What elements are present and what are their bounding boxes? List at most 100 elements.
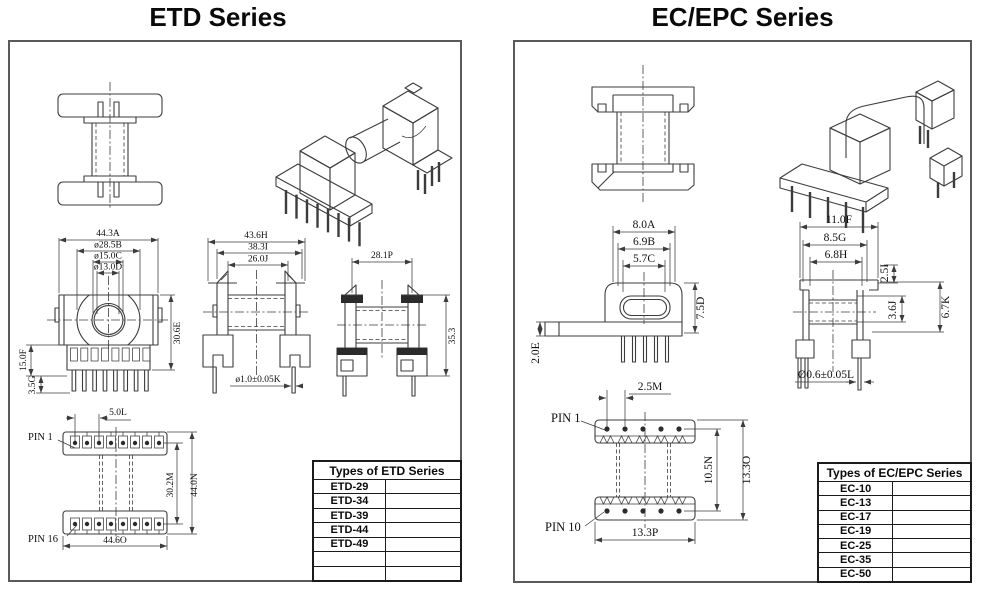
ec-type-cell: EC-13	[819, 496, 894, 510]
ec-dim-a: 8.0A	[633, 219, 656, 231]
ec-dim-e: 2.0E	[530, 342, 542, 363]
ec-type-cell: EC-17	[819, 510, 894, 524]
etd-bottom-view-shapes	[57, 414, 197, 550]
etd-dim-f: 15.0F	[19, 349, 29, 371]
empty-cell	[386, 509, 460, 522]
ec-epc-series-title: EC/EPC Series	[651, 2, 834, 32]
table-row	[314, 552, 460, 567]
empty-cell	[893, 539, 970, 552]
etd-side-view2-shapes	[336, 258, 450, 397]
etd-dim-k: ø1.0±0.05K	[235, 375, 280, 385]
etd-isometric-view-drawing	[275, 82, 453, 247]
etd-type-cell: ETD-29	[314, 480, 386, 494]
table-row: ETD-49	[314, 537, 460, 553]
ec-type-cell: EC-19	[819, 524, 894, 539]
empty-cell	[386, 494, 460, 507]
etd-dim-m: 30.2M	[166, 472, 176, 498]
ec-side-view-shapes	[793, 222, 944, 391]
etd-type-cell	[314, 566, 386, 580]
etd-dim-j: 26.0J	[248, 255, 269, 265]
etd-front-view-drawing: 44.3A ø28.5B ø15.0C ø13.0D 30.6E 15.0F 3…	[19, 229, 183, 394]
ec-type-cell: EC-10	[819, 482, 894, 496]
etd-dim-p: 28.1P	[371, 251, 393, 261]
table-row: EC-50	[819, 567, 970, 581]
etd-top-view-shapes	[57, 82, 163, 208]
table-row: ETD-44	[314, 523, 460, 538]
table-row: EC-35	[819, 553, 970, 568]
etd-dim-c: ø15.0C	[94, 252, 122, 262]
ec-dim-k: 6.7K	[940, 295, 952, 318]
ec-dim-f: 11.0F	[826, 214, 852, 226]
ec-type-cell: EC-35	[819, 553, 894, 567]
ec-pin1-label: PIN 1	[551, 411, 581, 425]
etd-side-view-shapes	[202, 238, 311, 394]
ec-front-view-drawing: 8.0A 6.9B 5.7C 7.5D 2.0E	[530, 219, 707, 364]
ec-type-cell: EC-25	[819, 539, 894, 553]
etd-dim-a: 44.3A	[96, 229, 120, 239]
ec-front-view-shapes	[536, 226, 699, 363]
etd-isometric-shapes	[275, 82, 453, 247]
etd-bottom-view-drawing: 5.0L PIN 1 PIN 16 30.2M 44.0N 44.6O	[28, 408, 200, 550]
etd-dim-b: ø28.5B	[94, 241, 122, 251]
ec-bottom-view-drawing: 2.5M PIN 1 PIN 10 10.5N 13.3O 13.3P	[545, 381, 753, 544]
table-row: ETD-34	[314, 494, 460, 509]
etd-type-cell: ETD-49	[314, 537, 386, 552]
table-row: ETD-39	[314, 508, 460, 524]
empty-cell	[893, 511, 970, 524]
ec-dim-c: 5.7C	[633, 253, 655, 265]
empty-cell	[386, 567, 460, 580]
etd-type-cell: ETD-34	[314, 494, 386, 508]
ec-bottom-view-shapes	[580, 390, 748, 544]
etd-dim-35-3: 35.3	[448, 327, 458, 344]
etd-types-table: Types of ETD Series ETD-29 ETD-34 ETD-39…	[312, 460, 462, 582]
etd-table-header: Types of ETD Series	[314, 462, 460, 480]
etd-series-title: ETD Series	[149, 2, 287, 32]
table-row: EC-17	[819, 510, 970, 525]
ec-top-view-shapes	[591, 65, 695, 203]
empty-cell	[386, 552, 460, 565]
ec-table-header: Types of EC/EPC Series	[819, 464, 970, 482]
ec-dim-n: 10.5N	[703, 455, 715, 484]
ec-dim-b: 6.9B	[633, 236, 655, 248]
empty-cell	[893, 496, 970, 509]
ec-dim-i: 2.5I	[879, 264, 891, 282]
empty-cell	[386, 538, 460, 551]
ec-types-table: Types of EC/EPC Series EC-10 EC-13 EC-17…	[817, 462, 972, 583]
table-row: ETD-29	[314, 480, 460, 495]
empty-cell	[893, 525, 970, 538]
table-row: EC-19	[819, 524, 970, 540]
etd-dim-e: 30.6E	[173, 322, 183, 345]
empty-cell	[893, 553, 970, 566]
etd-dim-l: 5.0L	[109, 408, 127, 418]
etd-type-cell: ETD-44	[314, 523, 386, 537]
ec-dim-d: 7.5D	[695, 297, 707, 320]
etd-top-view-drawing	[57, 82, 163, 208]
ec-pin10-label: PIN 10	[545, 520, 581, 534]
ec-dim-m: 2.5M	[638, 381, 663, 393]
etd-dim-o: 44.6O	[103, 536, 127, 546]
empty-cell	[386, 523, 460, 536]
etd-type-cell: ETD-39	[314, 508, 386, 523]
ec-top-view-drawing	[591, 65, 695, 203]
empty-cell	[893, 568, 970, 581]
ec-isometric-shapes	[779, 80, 963, 233]
etd-pin1-label: PIN 1	[28, 432, 53, 443]
ec-dim-j: 3.6J	[887, 300, 899, 319]
etd-pin16-label: PIN 16	[28, 534, 58, 545]
table-row: EC-13	[819, 496, 970, 511]
ec-side-view-drawing: 11.0F 8.5G 6.8H 2.5I 3.6J 6.7K Ø0.6±0.05…	[793, 214, 952, 391]
etd-front-view-shapes	[26, 237, 175, 394]
ec-dim-l: Ø0.6±0.05L	[798, 369, 854, 381]
ec-dim-h: 6.8H	[825, 249, 848, 261]
etd-dim-h: 43.6H	[244, 231, 268, 241]
etd-dim-i: 38.3I	[248, 243, 268, 253]
etd-dim-d: ø13.0D	[94, 263, 122, 273]
etd-side-view-drawing: 43.6H 38.3I 26.0J ø1.0±0.05K	[202, 231, 311, 394]
ec-dim-o: 13.3O	[741, 456, 753, 484]
etd-dim-n: 44.0N	[190, 473, 200, 497]
empty-cell	[386, 480, 460, 493]
etd-side-view2-drawing: 28.1P 35.3	[336, 251, 458, 397]
table-row: EC-10	[819, 482, 970, 497]
empty-cell	[893, 482, 970, 495]
